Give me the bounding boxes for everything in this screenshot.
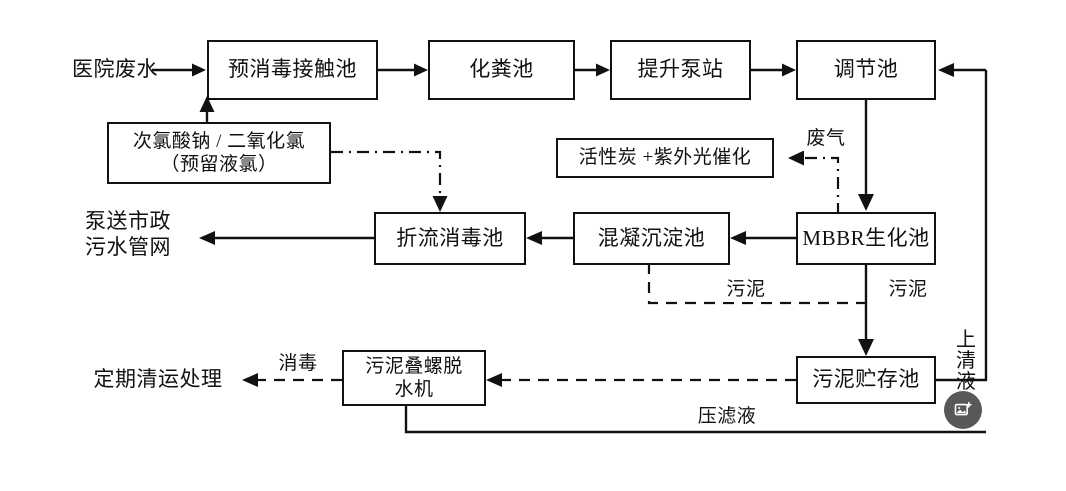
node-mbbr-tank[interactable]: MBBR生化池: [796, 212, 936, 265]
label-sludge-from-sedimentation: 污泥: [716, 278, 776, 302]
label-supernatant: 上清液: [956, 329, 976, 393]
edge-sludge-from-coagulation: [647, 263, 866, 305]
node-sludge-screw-press[interactable]: 污泥叠螺脱 水机: [342, 350, 486, 406]
node-predisinfect-tank[interactable]: 预消毒接触池: [207, 40, 378, 100]
node-septic-tank[interactable]: 化粪池: [428, 40, 575, 100]
label-filtrate: 压滤液: [690, 405, 764, 429]
image-add-glyph: [954, 401, 972, 416]
edge-wastegas-to-offgas: [800, 156, 840, 215]
label-municipal-sewer: 泵送市政 污水管网: [85, 209, 171, 260]
label-influent: 医院废水: [72, 57, 158, 81]
edge-filtrate-to-riser: [404, 404, 986, 434]
edge-chemical-to-baffled: [331, 150, 442, 200]
node-coagulation-sedimentation-tank[interactable]: 混凝沉淀池: [573, 212, 730, 265]
edge-supernatant-to-riser: [936, 70, 988, 382]
node-baffled-disinfection-tank[interactable]: 折流消毒池: [374, 212, 526, 265]
node-chemical-dosing[interactable]: 次氯酸钠 / 二氧化氯 （预留液氯）: [107, 122, 331, 184]
label-disinfection: 消毒: [266, 352, 330, 376]
node-offgas-treatment[interactable]: 活性炭 +紫外光催化: [556, 138, 774, 178]
node-sludge-storage-tank[interactable]: 污泥贮存池: [796, 356, 936, 404]
label-waste-gas: 废气: [796, 127, 856, 151]
image-add-icon: [944, 391, 982, 429]
label-sludge-from-mbbr: 污泥: [878, 278, 938, 302]
node-equalization-tank[interactable]: 调节池: [796, 40, 936, 100]
node-lift-pump-station[interactable]: 提升泵站: [610, 40, 751, 100]
label-periodic-disposal: 定期清运处理: [93, 367, 223, 391]
